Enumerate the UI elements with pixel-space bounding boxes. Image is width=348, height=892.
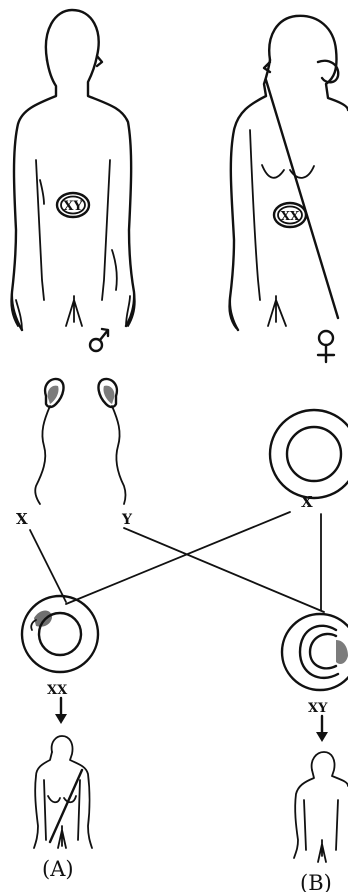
female-figure — [229, 16, 348, 330]
male-xy-badge: XY — [57, 193, 89, 217]
male-figure — [11, 10, 135, 330]
sperm-y — [99, 379, 126, 504]
child-b-figure — [294, 752, 348, 862]
fertilization-lines — [30, 512, 324, 612]
child-a-figure — [34, 736, 92, 848]
male-chromosome-label: XY — [63, 199, 83, 214]
zygote-b — [282, 614, 348, 690]
egg-cell — [270, 410, 348, 498]
male-symbol-icon — [90, 329, 108, 351]
egg-x-label: X — [301, 493, 313, 511]
down-arrow-b-icon — [316, 716, 328, 742]
female-chromosome-label: XX — [281, 209, 300, 223]
zygote-a-label: XX — [47, 683, 68, 698]
caption-a: (A) — [42, 857, 74, 881]
sperm-y-label: Y — [121, 512, 133, 528]
zygote-a — [22, 596, 98, 672]
down-arrow-a-icon — [55, 698, 67, 724]
sperm-x — [35, 379, 63, 504]
sperm-x-label: X — [16, 510, 28, 528]
female-symbol-icon — [318, 331, 334, 362]
female-xx-badge: XX — [274, 203, 306, 227]
zygote-b-label: XY — [308, 701, 328, 716]
caption-b: (B) — [300, 871, 332, 892]
